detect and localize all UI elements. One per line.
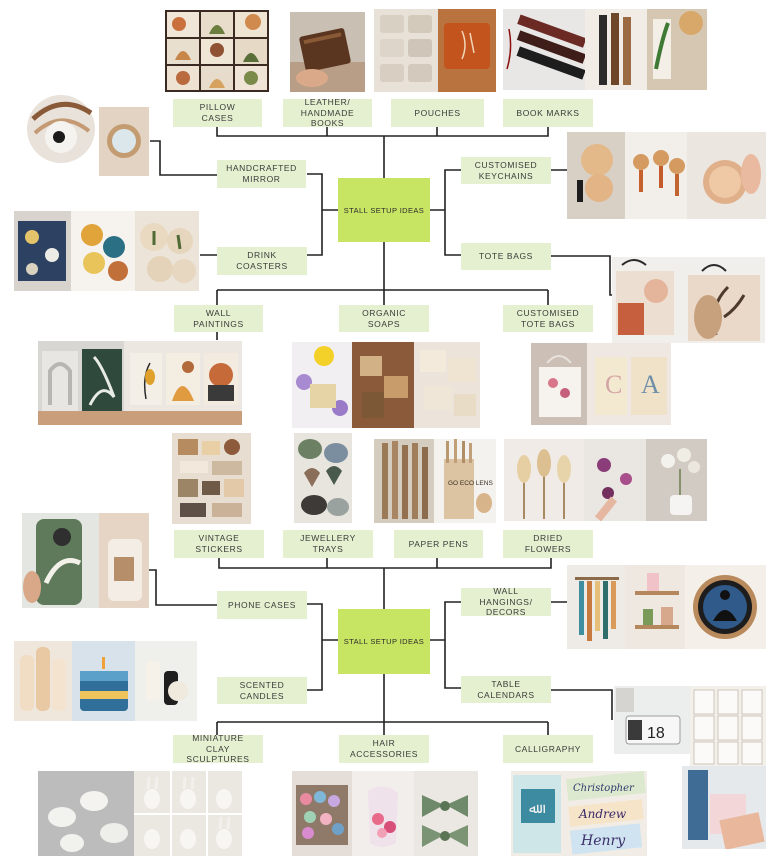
label-jewellery-trays: JEWELLERY TRAYS xyxy=(283,530,373,558)
label-handcrafted-mirror: HANDCRAFTED MIRROR xyxy=(217,160,306,188)
drink-coasters-photo xyxy=(14,211,199,291)
clay-sculptures-photo xyxy=(38,771,242,856)
paper-pen-cup-text: GO ECO LENS xyxy=(448,480,493,487)
calligraphy-name-3: Henry xyxy=(580,833,626,849)
calendar-date-text: 18 xyxy=(647,725,665,742)
label-leather-books: LEATHER/ HANDMADE BOOKS xyxy=(283,97,372,128)
label-wall-hangings: WALL HANGINGS/ DECORS xyxy=(461,586,551,617)
customised-totes-photo: C A xyxy=(531,343,671,425)
center-node-lower: STALL SETUP IDEAS xyxy=(338,609,430,674)
dried-flowers-photo xyxy=(504,439,707,521)
label-miniature-clay-sculptures: MINIATURE CLAY SCULPTURES xyxy=(173,733,263,764)
pouches-photo xyxy=(374,9,496,92)
label-bookmarks: BOOK MARKS xyxy=(503,99,593,127)
label-customised-keychains: CUSTOMISED KEYCHAINS xyxy=(461,157,551,184)
tote-bags-photo xyxy=(612,257,765,343)
label-drink-coasters: DRINK COASTERS xyxy=(217,247,307,275)
jewellery-trays-photo xyxy=(294,433,352,523)
svg-text:A: A xyxy=(641,370,660,399)
organic-soaps-photo xyxy=(292,342,480,428)
label-pillow-cases: PILLOW CASES xyxy=(173,99,262,127)
scented-candles-photo xyxy=(14,641,197,721)
calligraphy-name-1: Christopher xyxy=(573,783,635,794)
wall-paintings-photo xyxy=(38,341,242,425)
label-table-calendars: TABLE CALENDARS xyxy=(461,676,551,703)
label-scented-candles: SCENTED CANDLES xyxy=(217,677,307,704)
hair-accessories-photo xyxy=(292,771,478,856)
wall-hangings-photo xyxy=(567,565,766,649)
mirror-photo xyxy=(25,83,149,176)
calligraphy-name-2: Andrew xyxy=(578,807,627,821)
label-organic-soaps: ORGANIC SOAPS xyxy=(339,305,429,332)
label-paper-pens: PAPER PENS xyxy=(394,530,483,558)
label-tote-bags: TOTE BAGS xyxy=(461,243,551,270)
label-dried-flowers: DRIED FLOWERS xyxy=(503,530,593,558)
label-vintage-stickers: VINTAGE STICKERS xyxy=(174,530,264,558)
phone-cases-photo xyxy=(22,513,149,608)
center-node-upper: STALL SETUP IDEAS xyxy=(338,178,430,242)
calligraphy-photo: ﷲ Christopher Andrew Henry xyxy=(511,771,647,856)
label-pouches: POUCHES xyxy=(391,99,484,127)
pillow-cases-photo xyxy=(165,10,269,92)
label-hair-accessories: HAIR ACCESSORIES xyxy=(339,735,429,763)
paper-pens-photo: GO ECO LENS xyxy=(374,439,496,523)
label-wall-paintings: WALL PAINTINGS xyxy=(174,305,263,332)
svg-text:C: C xyxy=(605,370,622,399)
label-customised-tote-bags: CUSTOMISED TOTE BAGS xyxy=(503,305,593,332)
bookmarks-photo xyxy=(503,9,707,90)
label-calligraphy: CALLIGRAPHY xyxy=(503,735,593,763)
label-phone-cases: PHONE CASES xyxy=(217,591,307,619)
leather-books-photo xyxy=(290,12,365,92)
table-calendars-photo: 18 xyxy=(614,686,766,849)
keychains-photo xyxy=(567,132,766,219)
vintage-stickers-photo xyxy=(172,433,251,524)
